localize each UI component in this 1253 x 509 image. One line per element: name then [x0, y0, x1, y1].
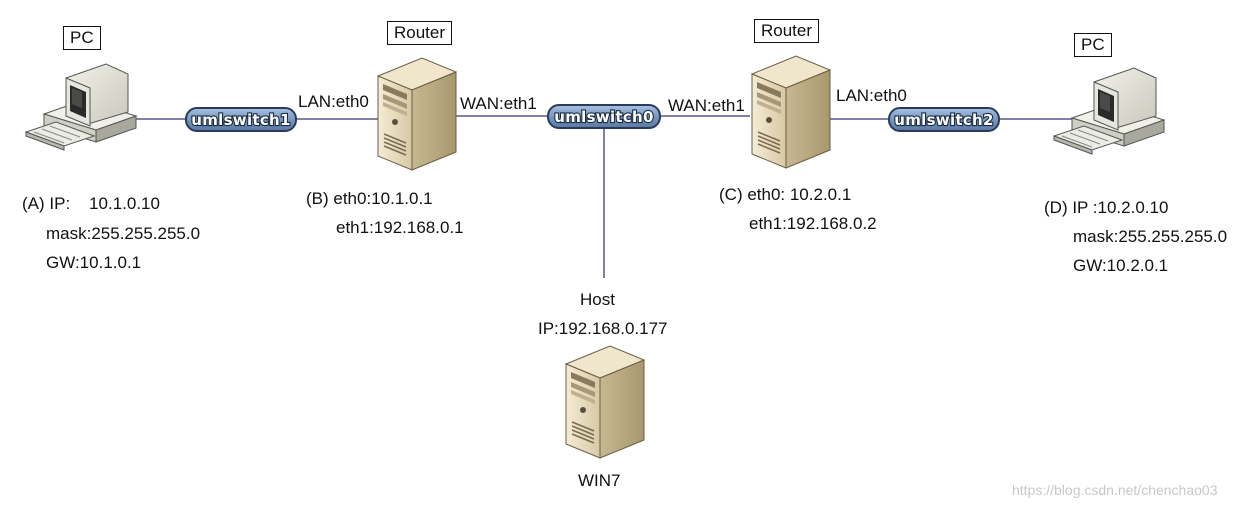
- umlswitch1-label: umlswitch1: [191, 111, 291, 129]
- router-b-wan-port-label: WAN:eth1: [460, 94, 537, 113]
- umlswitch2-label: umlswitch2: [894, 111, 994, 129]
- host-name: WIN7: [578, 471, 621, 490]
- pc-d-ip: (D) IP :10.2.0.10: [1044, 198, 1169, 217]
- router-b-eth0: (B) eth0:10.1.0.1: [306, 189, 433, 208]
- umlswitch0-label: umlswitch0: [554, 108, 654, 126]
- router-b-icon: [377, 57, 457, 171]
- router-c-icon: [751, 55, 831, 169]
- umlswitch0: umlswitch0: [547, 104, 661, 129]
- host-title: Host: [580, 290, 615, 309]
- router-b-title: Router: [387, 21, 453, 45]
- links: [136, 115, 1082, 278]
- watermark: https://blog.csdn.net/chenchao03: [1012, 482, 1218, 498]
- pc-d-gateway: GW:10.2.0.1: [1073, 256, 1169, 275]
- router-b-lan-port-label: LAN:eth0: [298, 92, 369, 111]
- router-c-eth1: eth1:192.168.0.2: [749, 214, 877, 233]
- pc-d-title: PC: [1074, 33, 1112, 57]
- umlswitch2: umlswitch2: [888, 107, 1000, 132]
- host-ip: IP:192.168.0.177: [538, 319, 668, 338]
- pc-d-icon: [1053, 67, 1165, 155]
- pc-a-icon: [25, 63, 137, 151]
- router-b-eth1: eth1:192.168.0.1: [336, 218, 464, 237]
- pc-a-mask: mask:255.255.255.0: [46, 224, 201, 243]
- pc-a-gateway: GW:10.1.0.1: [46, 253, 142, 272]
- umlswitch1: umlswitch1: [185, 107, 297, 132]
- router-c-lan-port-label: LAN:eth0: [836, 86, 907, 105]
- router-c-eth0: (C) eth0: 10.2.0.1: [719, 185, 852, 204]
- host-server-icon: [565, 345, 645, 459]
- pc-a-title: PC: [63, 26, 101, 50]
- pc-d-mask: mask:255.255.255.0: [1073, 227, 1228, 246]
- router-c-wan-port-label: WAN:eth1: [668, 96, 745, 115]
- pc-a-ip: (A) IP: 10.1.0.10: [22, 194, 160, 213]
- router-c-title: Router: [754, 19, 820, 43]
